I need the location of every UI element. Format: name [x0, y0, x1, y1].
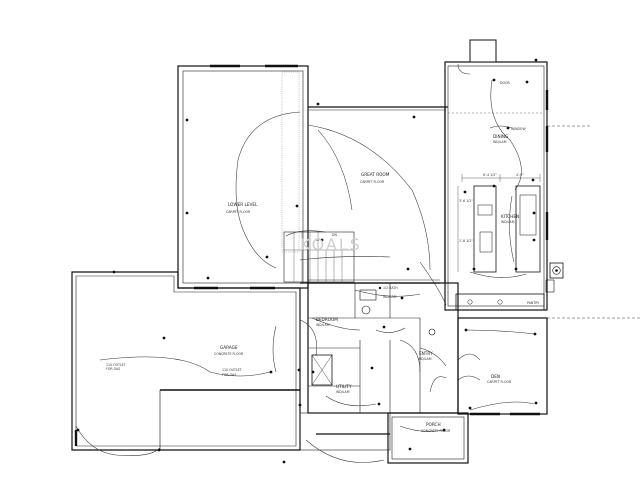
walkway — [299, 412, 391, 463]
meter-icon — [549, 262, 564, 279]
panel-icon — [545, 279, 555, 293]
porch-label: PORCH — [426, 422, 441, 427]
garage-outlet-note-2-sub: FOR GAS — [222, 373, 236, 377]
garage-label: GARAGE — [220, 345, 238, 350]
dim-4: 1'-8 1/2" — [459, 239, 473, 243]
pantry-label: PANTRY — [527, 301, 539, 305]
porch — [387, 412, 469, 464]
window-note: WINDOW — [511, 127, 526, 131]
kitchen-layout — [455, 174, 545, 311]
watermark-text: KOALS — [300, 235, 362, 254]
entry-floor: WD/LAM — [418, 357, 432, 361]
utility-label: UTILITY — [336, 384, 352, 389]
kitchen-floor: WD/LAM — [501, 220, 515, 224]
bedroom-label: BEDROOM — [316, 317, 338, 322]
lower-level-room — [177, 64, 309, 290]
dim-3: 3'-6 1/2" — [459, 199, 473, 203]
garage-outlet-note-1: 110 OUTLET — [106, 363, 126, 367]
lower-level-floor: CARPET FLOOR — [226, 210, 251, 214]
dining-door-note: DOOR — [500, 81, 510, 85]
center-rooms — [307, 282, 459, 414]
stair-down-label: DN — [332, 233, 337, 237]
den-floor: CARPET FLOOR — [487, 380, 512, 384]
stairs — [283, 230, 355, 283]
great-room-floor: CARPET FLOOR — [360, 180, 385, 184]
dining-label: DINING — [493, 134, 508, 139]
stair-up-label: UP — [316, 238, 320, 242]
den-room — [457, 317, 548, 416]
utility-floor: WD/LAM — [336, 390, 350, 394]
garage-outlet-note-1-sub: FOR GAS — [106, 367, 120, 371]
kitchen-label: KITCHEN — [501, 214, 519, 219]
garage-outlet-note-2: 110 OUTLET — [222, 368, 242, 372]
dim-1: 6'-4 1/2" — [483, 173, 497, 177]
great-room-label: GREAT ROOM — [361, 172, 390, 177]
lower-level-label: LOWER LEVEL — [228, 202, 258, 207]
great-room — [299, 102, 448, 306]
bedroom-floor: WD/LAM — [316, 323, 330, 327]
half-bath-label: 1/2 BATH — [383, 286, 398, 290]
porch-floor: CONCRETE FLOOR — [421, 429, 451, 433]
dining-floor: WD/LAM — [493, 140, 507, 144]
dim-2: 4'-9" — [516, 173, 524, 177]
garage-floor: CONCRETE FLOOR — [214, 352, 244, 356]
den-label: DEN — [491, 374, 500, 379]
half-bath-floor: WD/LAM — [383, 295, 397, 299]
entry-label: ENTRY — [419, 351, 433, 356]
